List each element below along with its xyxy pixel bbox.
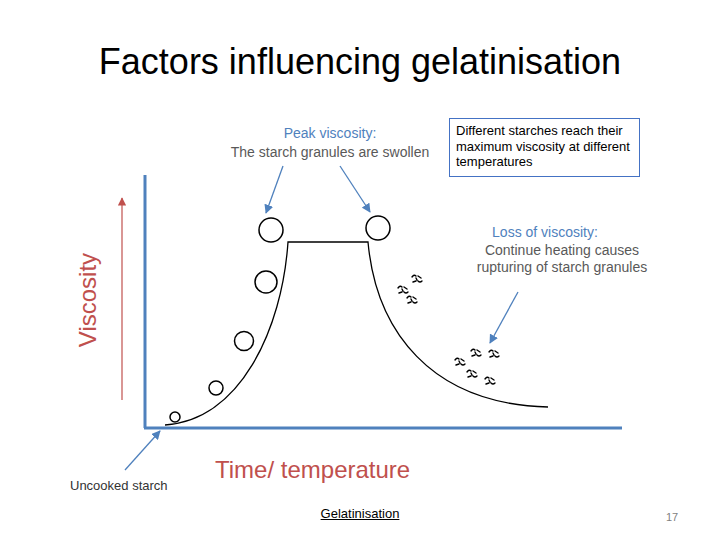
axis-title: Time/ temperature xyxy=(215,456,410,485)
note-box: Different starches reach their maximum v… xyxy=(449,118,640,177)
annotation-heading: Loss of viscosity: xyxy=(492,224,598,241)
label-frame: The starch granules are swollen xyxy=(231,143,429,161)
starch-granule xyxy=(170,412,180,422)
label-frame: Continue heating causes rupturing of sta… xyxy=(457,242,667,276)
ruptured-granule xyxy=(467,370,477,377)
ruptured-granule xyxy=(489,350,499,357)
label-frame: Peak viscosity: xyxy=(284,124,377,142)
label-frame: Loss of viscosity: xyxy=(492,223,598,241)
ruptured-granule xyxy=(455,358,465,365)
y-axis xyxy=(144,175,147,428)
annotation-text: The starch granules are swollen xyxy=(231,144,429,161)
leader-arrow xyxy=(340,166,370,212)
label-frame: Uncooked starch xyxy=(70,476,168,494)
leader-arrow xyxy=(490,292,518,343)
annotation-text: Continue heating causes rupturing of sta… xyxy=(457,242,667,276)
ruptured-granule xyxy=(471,349,481,356)
starch-granule xyxy=(259,218,283,242)
annotation-text: Uncooked starch xyxy=(70,478,168,494)
label-frame: 17 xyxy=(666,507,678,525)
starch-granule xyxy=(255,271,277,293)
ruptured-granule xyxy=(485,377,495,384)
ruptured-granule xyxy=(412,275,422,282)
leader-arrow xyxy=(125,431,160,470)
starch-granule xyxy=(235,332,254,351)
ruptured-granule xyxy=(407,296,417,303)
label-frame: Viscosity xyxy=(74,253,103,347)
axis-arrow xyxy=(121,198,122,400)
slide-title-frame: Factors influencing gelatinisation xyxy=(99,40,621,83)
slide-title: Factors influencing gelatinisation xyxy=(99,40,621,83)
leader-arrow xyxy=(266,166,283,213)
annotation-heading: Peak viscosity: xyxy=(284,125,377,142)
ruptured-granule xyxy=(398,286,408,293)
label-frame: Time/ temperature xyxy=(215,456,410,485)
note-text: Different starches reach their maximum v… xyxy=(456,123,633,170)
label-frame: Gelatinisation xyxy=(321,504,400,522)
x-axis xyxy=(144,427,622,430)
starch-granule xyxy=(209,381,223,395)
starch-granule xyxy=(366,216,390,240)
footer-text: Gelatinisation xyxy=(321,506,400,522)
axis-title: Viscosity xyxy=(74,253,103,347)
page-number: 17 xyxy=(666,511,678,524)
